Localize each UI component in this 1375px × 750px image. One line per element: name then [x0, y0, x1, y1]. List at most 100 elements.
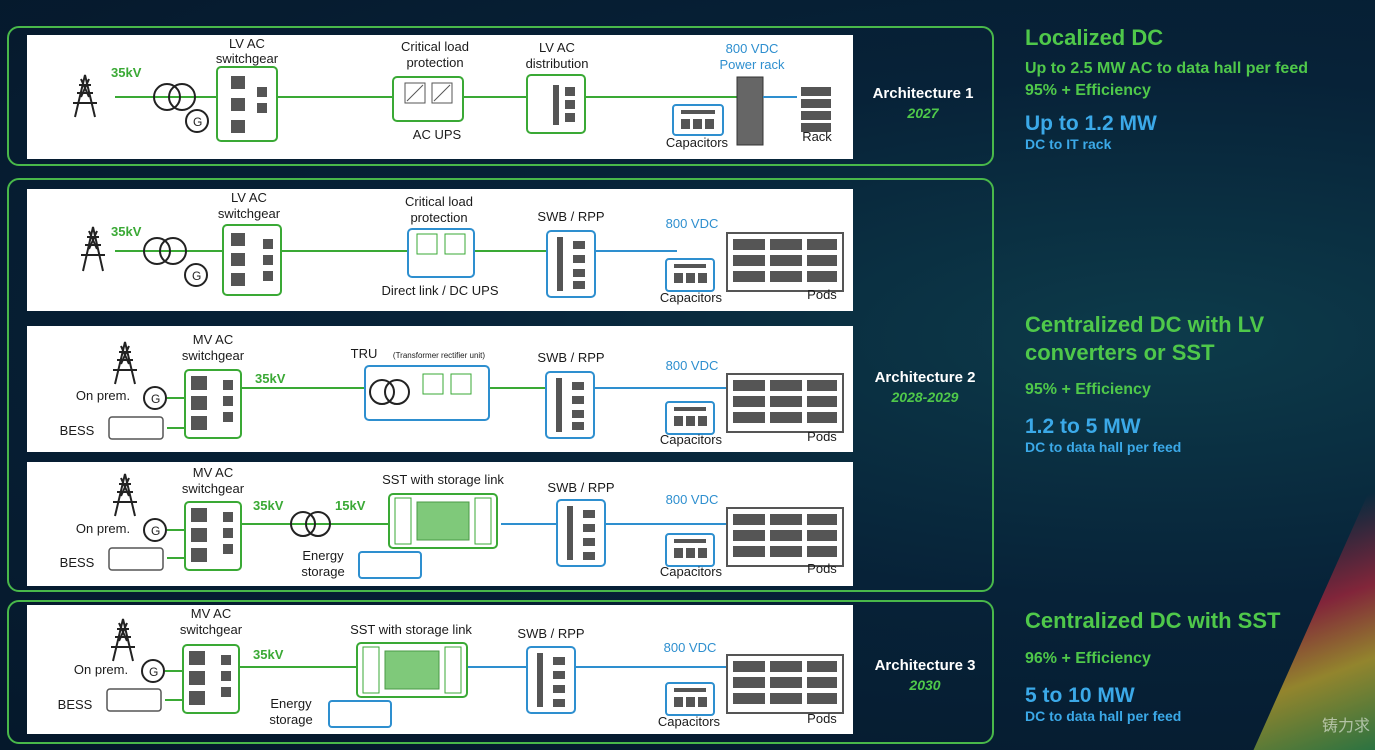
- architecture-3-label: Architecture 3 2030: [860, 657, 990, 693]
- svg-text:G: G: [151, 392, 160, 406]
- protection-label-1: Critical load: [405, 194, 473, 209]
- transformer-icon: [153, 83, 196, 111]
- bess-label: BESS: [57, 697, 93, 712]
- summary-line-1: 96% + Efficiency: [1025, 650, 1151, 667]
- summary-capacity-sub: DC to IT rack: [1025, 136, 1112, 152]
- generator-icon: [185, 109, 209, 133]
- architecture-3-diagram: G MV AC switchgear On prem. BESS 35kV SS…: [27, 605, 853, 734]
- pods-label: Pods: [807, 287, 837, 302]
- tru-sublabel: (Transformer rectifier unit): [392, 351, 486, 360]
- summary-title-1: Centralized DC with LV: [1025, 312, 1265, 337]
- summary-title-2: converters or SST: [1025, 340, 1215, 365]
- switchgear-box: [216, 66, 278, 142]
- distribution-label-1: LV AC: [539, 40, 575, 55]
- summary-capacity: 1.2 to 5 MW: [1025, 415, 1141, 438]
- architecture-1-schematic: G: [73, 66, 831, 146]
- summary-line-1: Up to 2.5 MW AC to data hall per feed: [1025, 60, 1308, 77]
- pylon-icon: [73, 74, 97, 118]
- sst-label: SST with storage link: [350, 622, 472, 637]
- energy-storage-label-2: storage: [269, 712, 313, 727]
- architecture-2c-diagram: G MV AC switchgear On prem. BESS 35kV 15…: [27, 462, 853, 586]
- capacitors-label: Capacitors: [659, 564, 723, 579]
- capacitors-label: Capacitors: [659, 290, 723, 305]
- rack-icon: [801, 87, 831, 132]
- protection-label-1: Critical load: [401, 39, 469, 54]
- vdc-label: 800 VDC: [725, 41, 779, 56]
- power-rack-label: Power rack: [719, 57, 785, 72]
- switchgear-label-2: switchgear: [181, 481, 245, 496]
- summary-capacity: 5 to 10 MW: [1025, 684, 1135, 707]
- svg-text:G: G: [151, 524, 160, 538]
- svg-text:G: G: [193, 115, 202, 129]
- architecture-1-year: 2027: [907, 105, 939, 121]
- energy-storage-label-1: Energy: [302, 548, 344, 563]
- distribution-label-2: distribution: [525, 56, 589, 71]
- architecture-1-label: Architecture 1 2027: [858, 85, 988, 121]
- switchgear-label-2: switchgear: [217, 206, 281, 221]
- summary-localized-dc: Localized DC Up to 2.5 MW AC to data hal…: [1025, 24, 1308, 153]
- architecture-1-diagram: G 35kV LV AC switchgear Critical load pr…: [27, 35, 853, 159]
- watermark: 铸力求: [1321, 718, 1370, 735]
- architecture-1-frame: [7, 26, 994, 166]
- summary-capacity-sub: DC to data hall per feed: [1025, 708, 1182, 724]
- sst-label: SST with storage link: [382, 472, 504, 487]
- architecture-2c-schematic: G: [108, 473, 844, 579]
- architecture-1-name: Architecture 1: [872, 85, 974, 102]
- summary-capacity-sub: DC to data hall per feed: [1025, 439, 1182, 455]
- voltage-35kv: 35kV: [253, 498, 284, 513]
- on-prem-label: On prem.: [75, 388, 131, 403]
- vdc-label: 800 VDC: [665, 216, 719, 231]
- pods-label: Pods: [807, 429, 837, 444]
- voltage-15kv: 15kV: [335, 498, 366, 513]
- protection-label-2: protection: [410, 210, 468, 225]
- ac-ups-label: AC UPS: [412, 127, 462, 142]
- architecture-2a-diagram: G 35kV LV AC switchgear Critical load pr…: [27, 189, 853, 311]
- voltage-35kv: 35kV: [111, 224, 142, 239]
- architecture-3-year: 2030: [909, 677, 941, 693]
- svg-text:G: G: [149, 665, 158, 679]
- architecture-2-frame: [7, 178, 994, 592]
- switchgear-label-2: switchgear: [215, 51, 279, 66]
- dc-ups-label: Direct link / DC UPS: [381, 283, 499, 298]
- summary-title: Centralized DC with SST: [1025, 608, 1281, 633]
- vdc-label: 800 VDC: [663, 640, 717, 655]
- architecture-2-name: Architecture 2: [874, 369, 976, 386]
- swb-label: SWB / RPP: [537, 350, 605, 365]
- summary-line-1: 95% + Efficiency: [1025, 381, 1151, 398]
- pylon-icon: [81, 226, 105, 272]
- rack-label: Rack: [802, 129, 832, 144]
- energy-storage-label-1: Energy: [270, 696, 312, 711]
- bess-label: BESS: [59, 555, 95, 570]
- summary-centralized-sst: Centralized DC with SST 96% + Efficiency…: [1025, 607, 1280, 725]
- voltage-35kv: 35kV: [253, 647, 284, 662]
- vdc-label: 800 VDC: [665, 492, 719, 507]
- capacitors-label: Capacitors: [659, 432, 723, 447]
- capacitors-label: Capacitors: [657, 714, 721, 729]
- voltage-35kv: 35kV: [111, 65, 142, 80]
- tru-label: TRU: [350, 346, 378, 361]
- architecture-2a-schematic: G: [81, 224, 844, 298]
- architecture-2b-schematic: G: [108, 341, 844, 440]
- architecture-3-schematic: G: [106, 618, 844, 728]
- capacitors-label: Capacitors: [665, 135, 729, 150]
- summary-title: Localized DC: [1025, 25, 1164, 50]
- energy-storage-label-2: storage: [301, 564, 345, 579]
- on-prem-label: On prem.: [73, 662, 129, 677]
- voltage-35kv: 35kV: [255, 371, 286, 386]
- switchgear-label-1: MV AC: [192, 465, 234, 480]
- swb-label: SWB / RPP: [517, 626, 585, 641]
- switchgear-label-2: switchgear: [179, 622, 243, 637]
- switchgear-label-2: switchgear: [181, 348, 245, 363]
- protection-label-2: protection: [406, 55, 464, 70]
- architecture-2-year: 2028-2029: [891, 389, 959, 405]
- switchgear-label-1: MV AC: [190, 606, 232, 621]
- switchgear-label-1: LV AC: [231, 190, 267, 205]
- switchgear-label-1: MV AC: [192, 332, 234, 347]
- architecture-2b-diagram: G MV AC switchgear On prem. BESS 35kV TR…: [27, 326, 853, 452]
- switchgear-label-1: LV AC: [229, 36, 265, 51]
- summary-line-2: 95% + Efficiency: [1025, 82, 1151, 99]
- pods-label: Pods: [807, 711, 837, 726]
- architecture-3-name: Architecture 3: [874, 657, 976, 674]
- swb-label: SWB / RPP: [547, 480, 615, 495]
- swb-label: SWB / RPP: [537, 209, 605, 224]
